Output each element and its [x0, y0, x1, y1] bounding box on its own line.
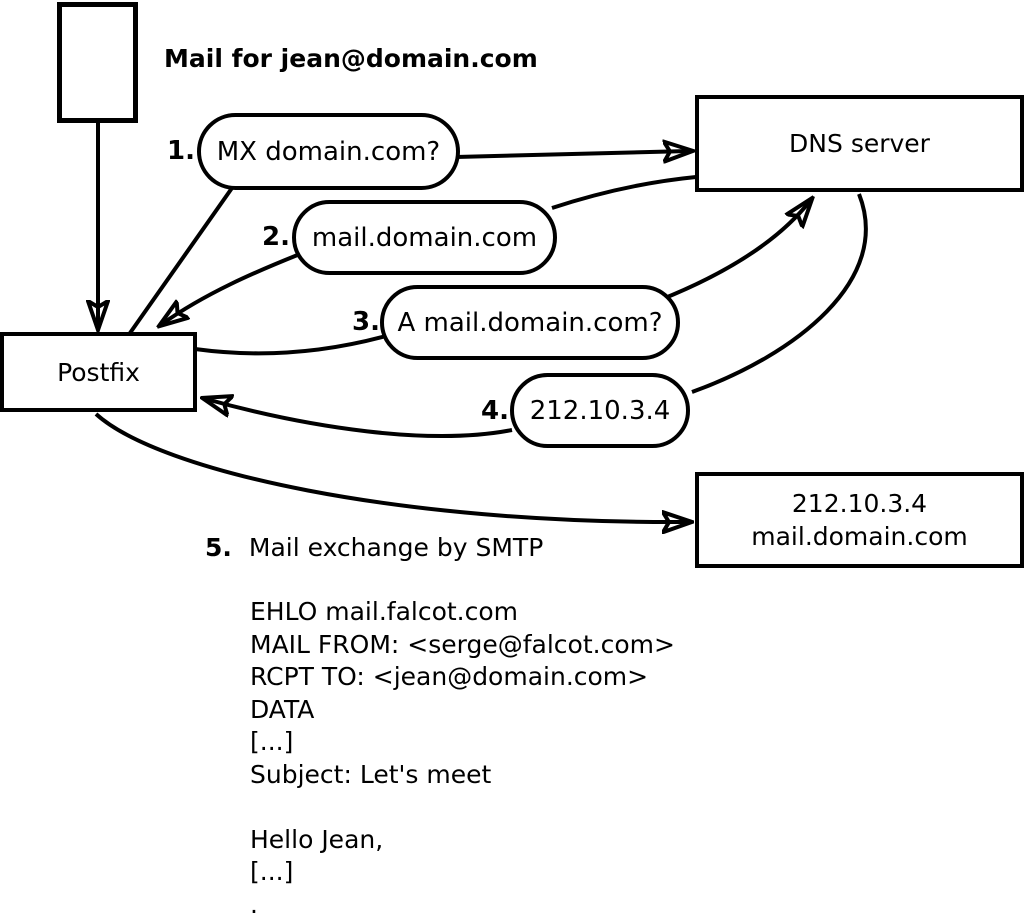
mail-caption: Mail for jean@domain.com: [164, 44, 538, 73]
step2-label: mail.domain.com: [311, 222, 538, 253]
postfix-node: Postfix: [0, 332, 197, 412]
step4-label: 212.10.3.4: [529, 395, 671, 426]
smtp-line-data: DATA: [250, 694, 315, 724]
dns-server-label: DNS server: [789, 129, 930, 158]
step1-number: 1.: [167, 136, 195, 166]
line-dns-to-step4: [691, 193, 868, 394]
arrow-step1-to-dns: [455, 151, 689, 157]
step5-caption: 5. Mail exchange by SMTP: [205, 533, 543, 563]
step4-answer-a: 212.10.3.4: [510, 373, 690, 448]
mailserver-ip: 212.10.3.4: [791, 489, 928, 518]
dns-server-node: DNS server: [695, 95, 1024, 192]
arrow-step4-to-postfix: [206, 399, 513, 438]
step3-label: A mail.domain.com?: [397, 307, 663, 338]
smtp-line-end-dot: .: [250, 889, 258, 919]
smtp-line-blank: [250, 791, 675, 824]
step4-number: 4.: [481, 396, 509, 426]
postfix-label: Postfix: [57, 357, 140, 387]
smtp-line-subject: Subject: Let's meet: [250, 759, 492, 789]
mail-message-box: [57, 2, 138, 123]
line-postfix-to-step1: [128, 186, 234, 335]
smtp-line-ellipsis1: [...]: [250, 727, 294, 756]
smtp-line-ellipsis2: [...]: [250, 857, 294, 886]
smtp-session-text: EHLO mail.falcot.com MAIL FROM: <serge@f…: [250, 596, 675, 919]
mailserver-hostname: mail.domain.com: [751, 522, 968, 551]
smtp-line-mail-from: MAIL FROM: <serge@falcot.com>: [250, 629, 675, 659]
step3-query-a: A mail.domain.com?: [380, 285, 680, 360]
step5-number: 5.: [205, 533, 232, 562]
line-dns-to-step2: [551, 175, 697, 210]
smtp-line-ehlo: EHLO mail.falcot.com: [250, 597, 519, 626]
mailserver-node: 212.10.3.4 mail.domain.com: [695, 472, 1024, 568]
smtp-line-greeting: Hello Jean,: [250, 824, 384, 854]
step1-label: MX domain.com?: [216, 136, 441, 167]
arrow-step2-to-postfix: [162, 252, 301, 324]
step2-number: 2.: [262, 222, 290, 252]
step1-query-mx: MX domain.com?: [197, 113, 460, 190]
line-postfix-to-step3: [194, 334, 387, 356]
arrow-postfix-to-mailserver: [94, 412, 688, 522]
step3-number: 3.: [352, 307, 380, 337]
step5-label: Mail exchange by SMTP: [248, 533, 544, 562]
step2-answer-mx: mail.domain.com: [292, 200, 557, 275]
smtp-line-rcpt-to: RCPT TO: <jean@domain.com>: [250, 662, 649, 691]
arrow-step3-to-dns: [659, 201, 810, 302]
